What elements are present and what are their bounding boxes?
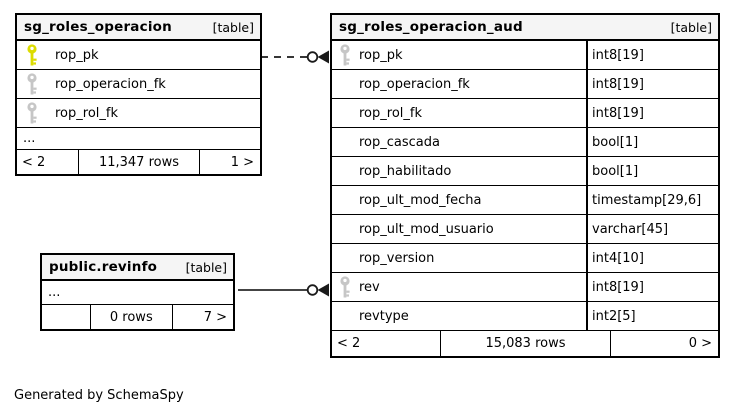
pager-next[interactable]: 0 > <box>609 331 718 356</box>
column-type: int8[19] <box>586 99 718 127</box>
generator-credit: Generated by SchemaSpy <box>14 388 184 403</box>
column-name: rop_rol_fk <box>359 105 422 121</box>
column-name: rop_operacion_fk <box>55 76 166 92</box>
column-name: rop_ult_mod_fecha <box>359 192 482 208</box>
edge-circle-icon <box>306 51 319 63</box>
solid-relationship-edge <box>238 283 329 297</box>
column-row: rop_habilitado bool[1] <box>332 157 718 186</box>
column-row: rop_version int4[10] <box>332 244 718 273</box>
column-row: rop_pk <box>17 41 260 70</box>
column-row: rop_rol_fk <box>17 99 260 128</box>
row-count: 11,347 rows <box>77 150 200 174</box>
table-header[interactable]: sg_roles_operacion [table] <box>17 15 260 41</box>
column-row: rop_cascada bool[1] <box>332 128 718 157</box>
column-type: int8[19] <box>586 70 718 98</box>
table-sg-roles-operacion[interactable]: sg_roles_operacion [table] rop_pk rop_op… <box>15 13 262 176</box>
column-name: rop_ult_mod_usuario <box>359 221 494 237</box>
table-footer: < 2 11,347 rows 1 > <box>17 150 260 174</box>
pager-prev[interactable]: < 2 <box>337 336 361 351</box>
column-type: bool[1] <box>586 157 718 185</box>
pager-prev <box>42 305 90 329</box>
secondary-key-icon <box>340 44 350 66</box>
secondary-key-icon <box>27 73 37 95</box>
column-type: varchar[45] <box>586 215 718 243</box>
column-row: rop_ult_mod_usuario varchar[45] <box>332 215 718 244</box>
column-name: rev <box>359 279 380 295</box>
dashed-relationship-edge <box>261 50 329 64</box>
column-type: bool[1] <box>586 128 718 156</box>
table-name[interactable]: sg_roles_operacion <box>24 19 172 35</box>
secondary-key-icon <box>27 102 37 124</box>
column-name: revtype <box>359 308 409 324</box>
edge-arrow-icon <box>317 50 329 64</box>
edge-circle-icon <box>306 284 319 296</box>
more-columns-ellipsis: ... <box>42 281 233 305</box>
table-footer: < 2 15,083 rows 0 > <box>332 331 718 356</box>
table-type-badge: [table] <box>670 19 712 35</box>
pager-next[interactable]: 7 > <box>171 305 233 329</box>
column-row: revtype int2[5] <box>332 302 718 331</box>
pager-next[interactable]: 1 > <box>199 150 260 174</box>
column-row: rop_rol_fk int8[19] <box>332 99 718 128</box>
column-name: rop_habilitado <box>359 163 452 179</box>
row-count: 15,083 rows <box>440 331 610 356</box>
table-footer: 0 rows 7 > <box>42 305 233 329</box>
column-type: int8[19] <box>586 273 718 301</box>
column-type: int8[19] <box>586 41 718 69</box>
column-name: rop_version <box>359 250 435 266</box>
table-name[interactable]: sg_roles_operacion_aud <box>339 19 523 35</box>
column-row: rop_pk int8[19] <box>332 41 718 70</box>
table-public-revinfo[interactable]: public.revinfo [table] ... 0 rows 7 > <box>40 253 235 331</box>
column-type: timestamp[29,6] <box>586 186 718 214</box>
column-row: rop_operacion_fk <box>17 70 260 99</box>
table-sg-roles-operacion-aud[interactable]: sg_roles_operacion_aud [table] rop_pk in… <box>330 13 720 358</box>
column-row: rop_operacion_fk int8[19] <box>332 70 718 99</box>
table-type-badge: [table] <box>185 259 227 275</box>
more-columns-ellipsis: ... <box>17 128 260 150</box>
table-header[interactable]: public.revinfo [table] <box>42 255 233 281</box>
column-name: rop_rol_fk <box>55 105 118 121</box>
column-type: int4[10] <box>586 244 718 272</box>
column-row: rev int8[19] <box>332 273 718 302</box>
column-type: int2[5] <box>586 302 718 330</box>
row-count: 0 rows <box>89 305 172 329</box>
column-row: rop_ult_mod_fecha timestamp[29,6] <box>332 186 718 215</box>
table-name[interactable]: public.revinfo <box>49 259 158 275</box>
column-name: rop_operacion_fk <box>359 76 470 92</box>
table-header[interactable]: sg_roles_operacion_aud [table] <box>332 15 718 41</box>
edge-arrow-icon <box>317 283 329 297</box>
primary-key-icon <box>27 44 37 66</box>
column-name: rop_cascada <box>359 134 440 150</box>
column-name: rop_pk <box>359 47 403 63</box>
table-type-badge: [table] <box>212 19 254 35</box>
column-name: rop_pk <box>55 47 99 63</box>
secondary-key-icon <box>340 276 350 298</box>
pager-prev[interactable]: < 2 <box>22 154 46 170</box>
